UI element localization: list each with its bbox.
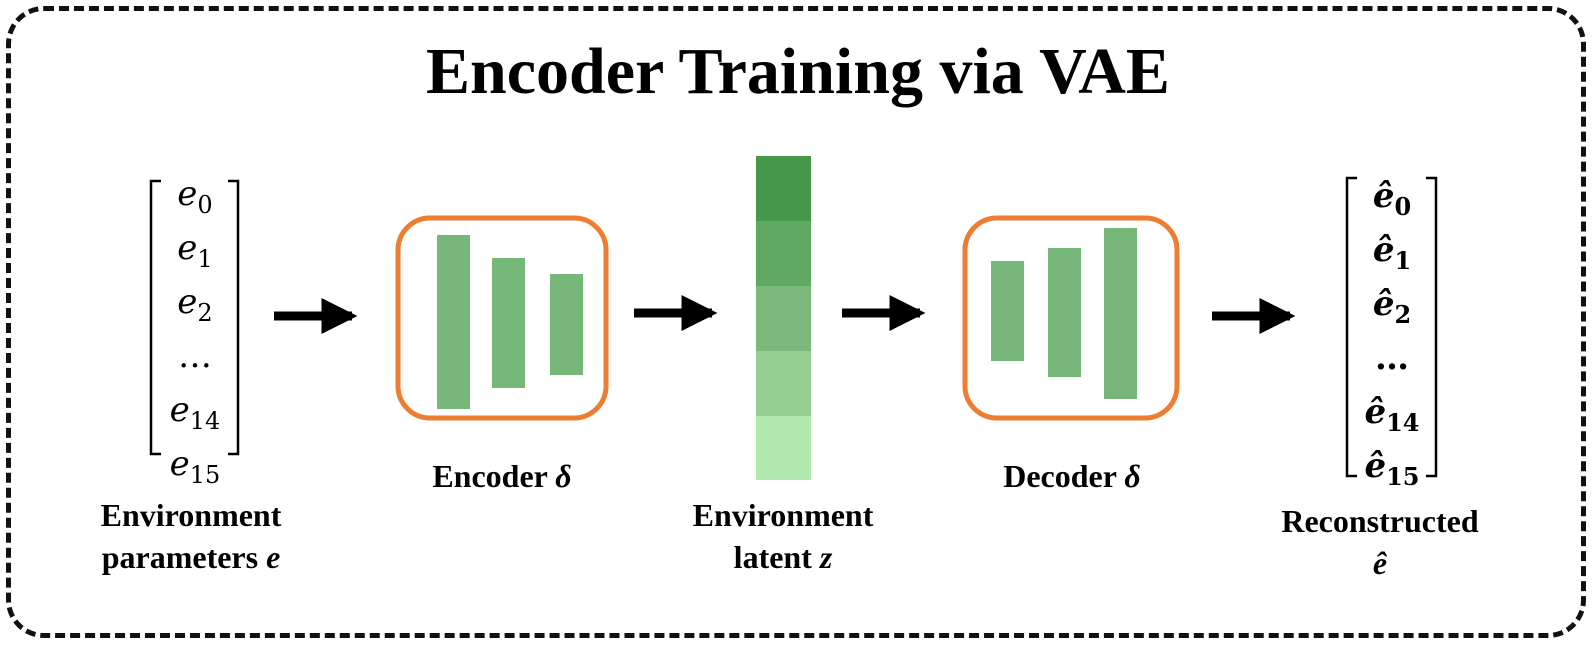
- output-label-symbol: ê: [1372, 545, 1388, 581]
- output-label-line1: Reconstructed: [1281, 503, 1479, 539]
- decoder-border: [962, 215, 1180, 421]
- latent-label-line1: Environment: [692, 497, 874, 533]
- encoder-border: [395, 215, 609, 421]
- latent-cell-4: [756, 351, 811, 416]
- input-bracket-right: [228, 179, 240, 456]
- decoder-block: [962, 215, 1180, 421]
- latent-label-text: latent: [733, 539, 820, 575]
- input-symbol: e: [170, 444, 190, 484]
- output-bracket-left: [1345, 176, 1357, 478]
- dashed-frame: [6, 6, 1586, 638]
- input-symbol: e: [177, 282, 197, 322]
- latent-cell-1: [756, 156, 811, 221]
- decoder-label: Decoder δ: [950, 455, 1194, 497]
- output-subscript: 15: [1386, 462, 1419, 491]
- output-symbol: ê: [1373, 284, 1395, 324]
- encoder-block: [395, 215, 609, 421]
- input-subscript: 0: [197, 191, 212, 219]
- output-subscript: 1: [1394, 246, 1411, 275]
- input-element-2: e2: [177, 282, 212, 327]
- input-subscript: 2: [197, 299, 212, 327]
- encoder-label: Encoder δ: [380, 455, 624, 497]
- decoder-label-symbol: δ: [1124, 458, 1141, 494]
- encoder-layer-3: [550, 274, 583, 375]
- input-symbol: e: [177, 174, 197, 214]
- output-element-0: ê0: [1373, 176, 1411, 221]
- output-bracket-right: [1426, 176, 1438, 478]
- output-symbol: ê: [1364, 392, 1386, 432]
- input-element-14: e14: [170, 390, 221, 435]
- input-element-0: e0: [177, 174, 212, 219]
- input-element-1: e1: [177, 228, 212, 273]
- diagram-title: Encoder Training via VAE: [426, 35, 1170, 108]
- latent-cell-5: [756, 416, 811, 480]
- output-subscript: 0: [1394, 192, 1411, 221]
- latent-bar: [756, 156, 811, 480]
- output-element-15: ê15: [1364, 446, 1419, 491]
- output-subscript: 2: [1394, 300, 1411, 329]
- decoder-layer-2: [1048, 248, 1081, 377]
- encoder-layer-2: [492, 258, 525, 388]
- encoder-layer-1: [437, 235, 470, 409]
- output-symbol: ê: [1364, 446, 1386, 486]
- latent-cell-3: [756, 286, 811, 351]
- input-label: Environment parameters e: [60, 494, 322, 578]
- latent-cell-2: [756, 221, 811, 286]
- input-subscript: 14: [190, 407, 221, 435]
- output-element-1: ê1: [1373, 230, 1411, 275]
- input-subscript: 1: [197, 245, 212, 273]
- output-ellipsis: …: [1375, 338, 1409, 378]
- encoder-label-symbol: δ: [555, 458, 572, 494]
- input-label-symbol: e: [266, 539, 281, 575]
- decoder-label-text: Decoder: [1003, 458, 1125, 494]
- latent-label: Environment latent z: [648, 494, 918, 578]
- output-symbol: ê: [1373, 230, 1395, 270]
- output-subscript: 14: [1386, 408, 1419, 437]
- output-element-14: ê14: [1364, 392, 1419, 437]
- input-bracket-left: [149, 179, 161, 456]
- output-label: Reconstructed ê: [1240, 500, 1520, 584]
- input-label-text: parameters: [101, 539, 267, 575]
- decoder-layer-3: [1104, 228, 1137, 399]
- input-label-line1: Environment: [100, 497, 282, 533]
- input-element-15: e15: [170, 444, 221, 489]
- input-symbol: e: [177, 228, 197, 268]
- output-symbol: ê: [1373, 176, 1395, 216]
- decoder-layer-1: [991, 261, 1024, 361]
- encoder-label-text: Encoder: [432, 458, 556, 494]
- input-subscript: 15: [190, 461, 221, 489]
- latent-label-symbol: z: [819, 539, 833, 575]
- input-ellipsis: …: [178, 336, 212, 376]
- output-element-2: ê2: [1373, 284, 1411, 329]
- input-symbol: e: [170, 390, 190, 430]
